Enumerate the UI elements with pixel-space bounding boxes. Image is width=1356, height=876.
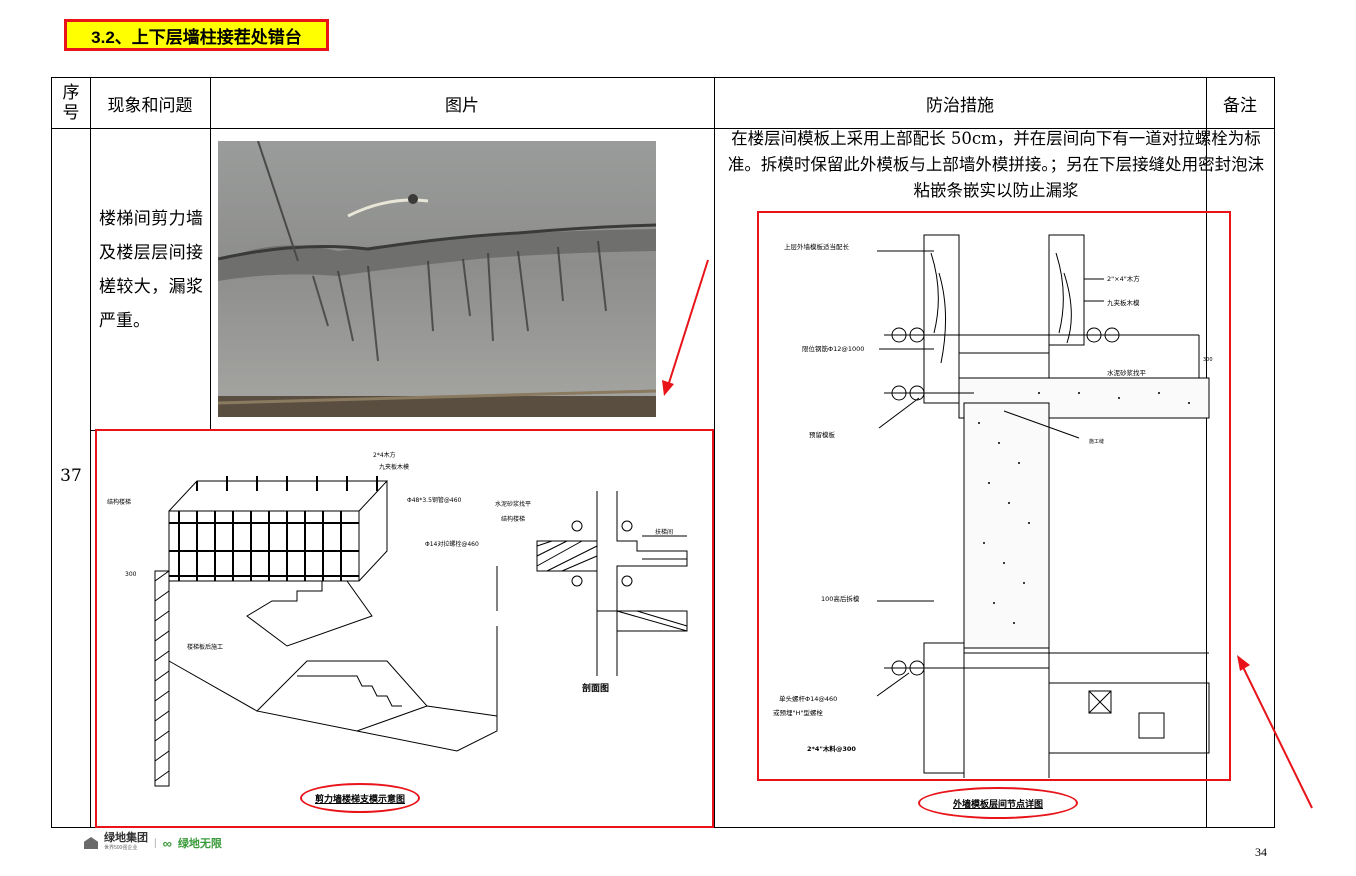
stair-drawing-caption: 剪力墙楼梯支模示意图 — [300, 783, 420, 813]
col-divider — [1206, 128, 1207, 827]
label-upper-form: 上层外墙模板适当配长 — [784, 242, 850, 251]
label-structure-stair2: 结构楼梯 — [501, 515, 525, 523]
wall-joint-drawing-box: 上层外墙模板适当配长 2"×4"木方 九夹板木模 限位钢筋Φ12@1000 水泥… — [757, 211, 1231, 781]
label-plywood: 九夹板木模 — [379, 463, 409, 471]
label-bolt: Φ14对拉螺栓@460 — [425, 540, 479, 548]
label-timber-spacing: 2*4"木料@300 — [807, 744, 856, 753]
red-arrow-photo — [662, 259, 709, 396]
label-dim: 300 — [125, 571, 137, 578]
wall-joint-detail-drawing: 上层外墙模板适当配长 2"×4"木方 九夹板木模 限位钢筋Φ12@1000 水泥… — [773, 234, 1213, 778]
problem-description: 楼梯间剪力墙及楼层层间接槎较大，漏浆严重。 — [99, 209, 203, 331]
label-bolt-alt: 或预埋"H"型螺栓 — [773, 708, 823, 717]
page-number: 34 — [1255, 845, 1267, 859]
stair-formwork-drawing-box: 2*4木方 九夹板木模 Φ48*3.5钢管@460 Φ14对拉螺栓@460 结构… — [95, 429, 714, 828]
col-divider — [714, 78, 715, 827]
section-view-label: 剖面图 — [582, 682, 609, 694]
wall-drawing-caption: 外墙模板层间节点详图 — [918, 787, 1078, 819]
header-remarks: 备注 — [1223, 95, 1257, 116]
row-number: 37 — [60, 466, 82, 486]
measure-description: 在楼层间模板上采用上部配长 50cm，并在层间向下有一道对拉螺栓为标准。拆模时保… — [727, 129, 1265, 200]
header-seq: 序 号 — [52, 78, 90, 128]
label-mortar: 水泥砂浆找平 — [495, 500, 531, 508]
label-bolt: 单头螺杆Φ14@460 — [779, 694, 837, 703]
label-reserved-form: 预留模板 — [809, 430, 836, 439]
greenland-logo-icon — [84, 837, 98, 849]
label-construction-joint: 施工缝 — [1089, 438, 1104, 445]
label-handrail: 扶梯间 — [655, 528, 673, 536]
label-steel-pipe: Φ48*3.5钢管@460 — [407, 496, 462, 504]
stair-formwork-drawing: 2*4木方 九夹板木模 Φ48*3.5钢管@460 Φ14对拉螺栓@460 结构… — [107, 451, 688, 787]
greenland-infinite-logo: 绿地无限 — [177, 838, 222, 850]
col-divider — [1206, 78, 1207, 128]
label-mortar: 水泥砂浆找平 — [1107, 368, 1147, 377]
col-divider — [210, 78, 211, 128]
label-plywood: 九夹板木模 — [1107, 298, 1140, 307]
header-seq-line2: 号 — [62, 103, 80, 123]
header-measures: 防治措施 — [926, 95, 994, 116]
col-divider — [210, 128, 211, 430]
label-dim: 300 — [1203, 357, 1213, 363]
col-divider — [90, 78, 91, 827]
concrete-wall-photo — [218, 141, 656, 417]
header-picture: 图片 — [445, 95, 479, 116]
label-timber: 2"×4"木方 — [1107, 274, 1140, 283]
label-structure-stair: 结构楼梯 — [107, 498, 131, 506]
greenland-group-tagline: 世界500强企业 — [104, 845, 138, 851]
header-problem: 现象和问题 — [107, 95, 193, 116]
red-arrow-drawing — [1237, 655, 1313, 809]
infinity-logo-icon: ∞ — [162, 835, 172, 851]
label-removal: 100高后拆模 — [821, 594, 860, 603]
footer-logo: 绿地集团 世界500强企业 | ∞ 绿地无限 — [84, 833, 222, 853]
quality-issue-table: 序 号 现象和问题 图片 防治措施 备注 37 楼梯间剪力墙及楼层层间接槎较大，… — [51, 77, 1313, 828]
header-divider — [52, 128, 1274, 129]
section-title: 3.2、上下层墙柱接茬处错台 — [64, 19, 329, 51]
header-seq-line1: 序 — [62, 83, 80, 103]
label-timber: 2*4木方 — [373, 451, 396, 459]
label-stair-later: 楼梯板后施工 — [187, 643, 223, 651]
label-rebar: 限位钢筋Φ12@1000 — [802, 344, 864, 353]
greenland-group-logo: 绿地集团 — [104, 832, 148, 844]
